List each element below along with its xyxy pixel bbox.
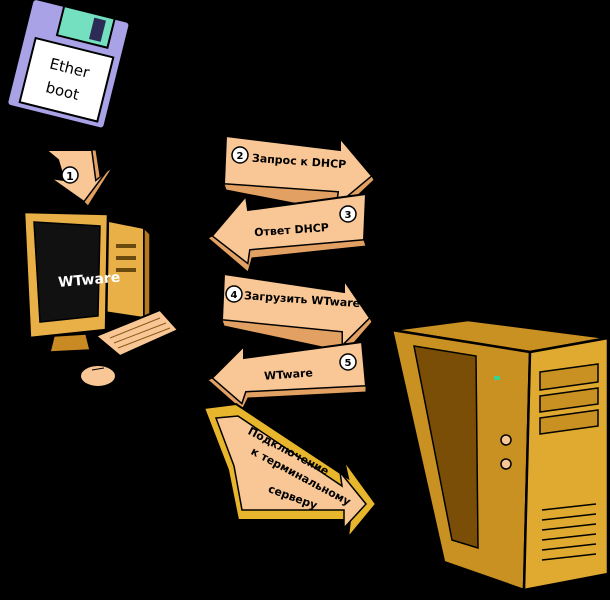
client-screen-text: WTware	[58, 270, 121, 291]
step-4-number: 4	[231, 290, 238, 301]
step-3-number: 3	[345, 210, 352, 221]
step-2-number: 2	[237, 151, 244, 162]
step-5-number: 5	[345, 358, 352, 369]
server-tower-icon	[387, 318, 610, 592]
floppy-disk-icon: Ether boot	[6, 0, 131, 130]
step-3-label: Ответ DHCP	[254, 221, 330, 239]
client-computer-icon: WTware	[22, 210, 180, 388]
step-5-arrow: 5 WTware	[207, 340, 368, 411]
step-4-arrow: 4 Загрузить WTware	[220, 272, 373, 353]
step-2-arrow: 2 Запрос к DHCP	[222, 134, 375, 213]
connect-to-server-arrow: Подключение к терминальному серверу	[202, 402, 378, 542]
step-1-number: 1	[66, 170, 74, 183]
step-5-label: WTware	[264, 366, 314, 382]
step-1-arrow: 1	[43, 149, 113, 207]
step-3-arrow: 3 Ответ DHCP	[207, 192, 368, 273]
